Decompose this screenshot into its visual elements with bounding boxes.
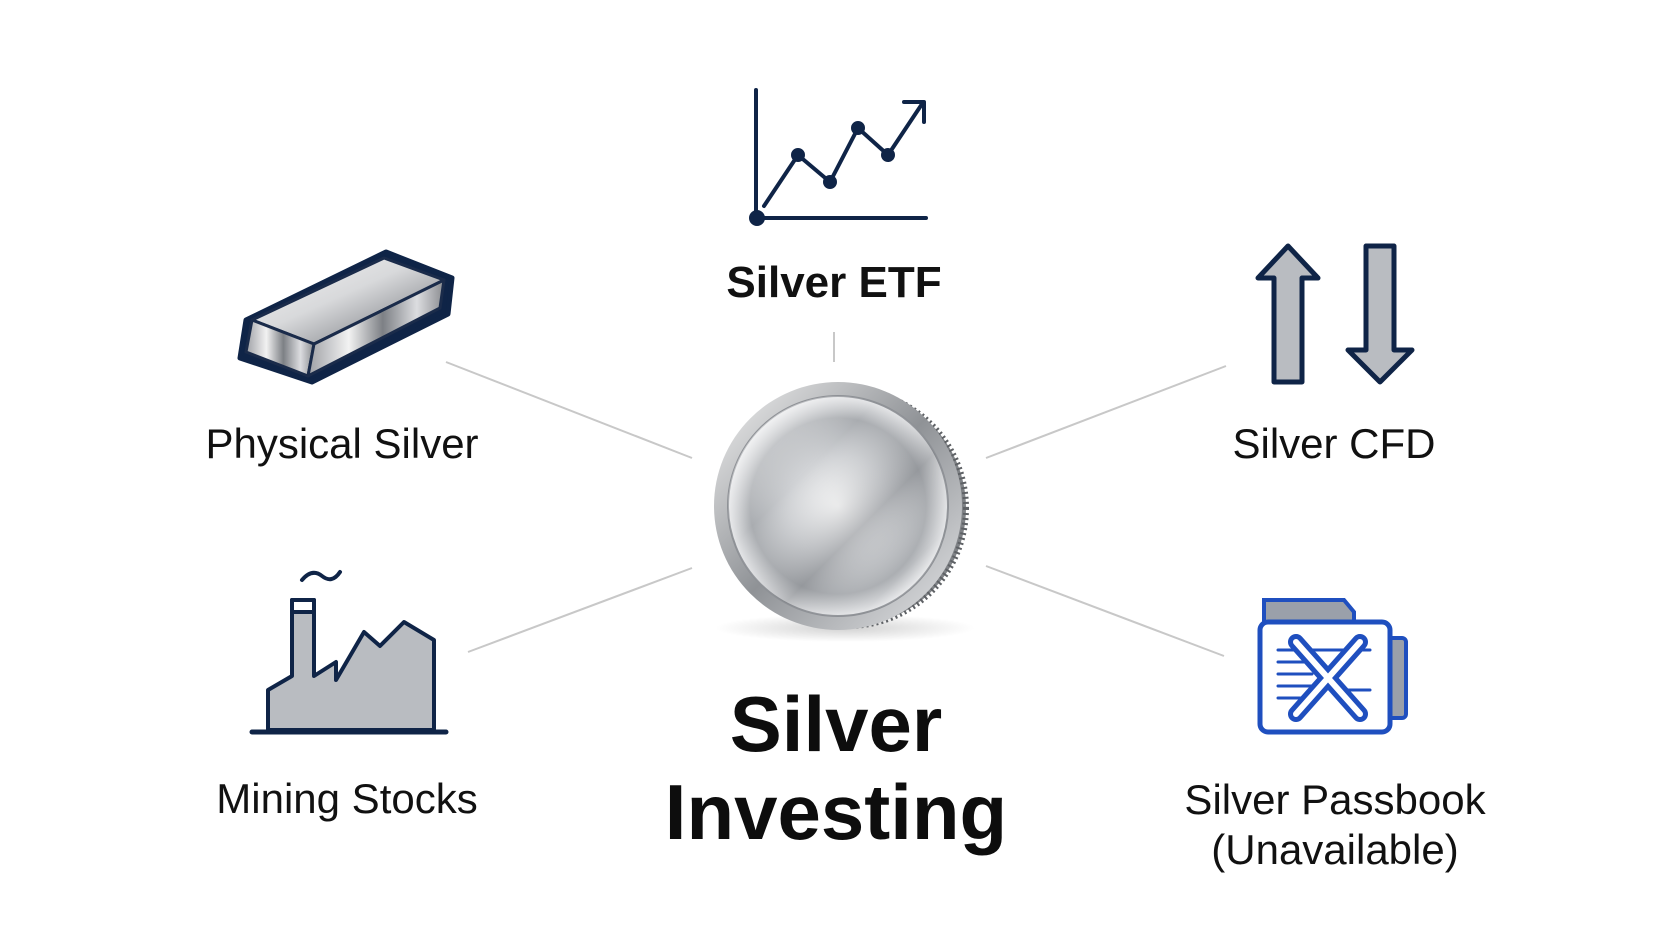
connector-cfd [985, 365, 1227, 459]
label-silver-etf: Silver ETF [726, 258, 942, 307]
connector-mining [467, 567, 693, 653]
label-physical-silver: Physical Silver [205, 420, 479, 467]
silver-coin-icon [714, 382, 975, 642]
connector-passbook [985, 565, 1225, 657]
center-title: Silver Investing [665, 680, 1007, 856]
connector-physical [445, 361, 693, 459]
up-down-arrows-icon [1255, 243, 1415, 385]
factory-icon [249, 570, 449, 735]
label-silver-passbook-line1: Silver Passbook [1184, 776, 1486, 823]
label-mining-stocks: Mining Stocks [216, 775, 478, 822]
label-silver-passbook-line2: (Unavailable) [1211, 826, 1459, 873]
rising-line-chart-icon [749, 88, 928, 226]
label-silver-passbook: Silver Passbook (Unavailable) [1184, 775, 1485, 875]
center-title-line1: Silver [729, 680, 943, 768]
label-silver-cfd: Silver CFD [1232, 420, 1436, 467]
center-title-line2: Investing [664, 768, 1008, 856]
silver-bar-icon [237, 249, 455, 385]
crossed-passbook-icon [1257, 598, 1408, 735]
